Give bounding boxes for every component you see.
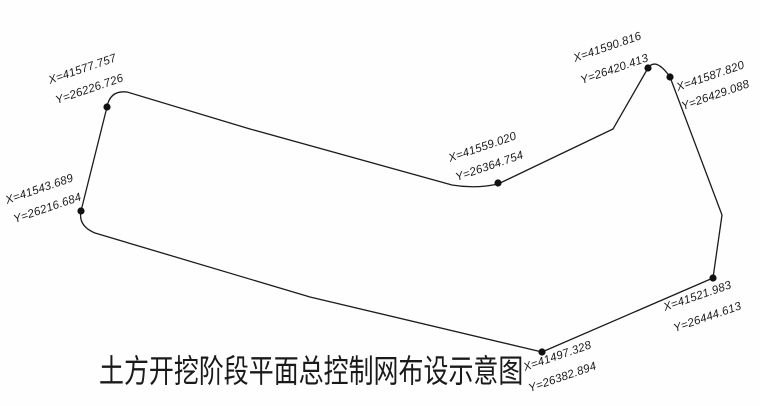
point-3-marker (494, 179, 502, 187)
point-5-marker (666, 73, 674, 81)
point-7-marker (538, 348, 546, 356)
diagram-title: 土方开挖阶段平面总控制网布设示意图 (99, 353, 524, 389)
point-2-marker (77, 207, 85, 215)
point-4-marker (644, 64, 652, 72)
network-outline (79, 63, 723, 353)
point-1-marker (103, 103, 111, 111)
point-6-marker (709, 274, 717, 282)
